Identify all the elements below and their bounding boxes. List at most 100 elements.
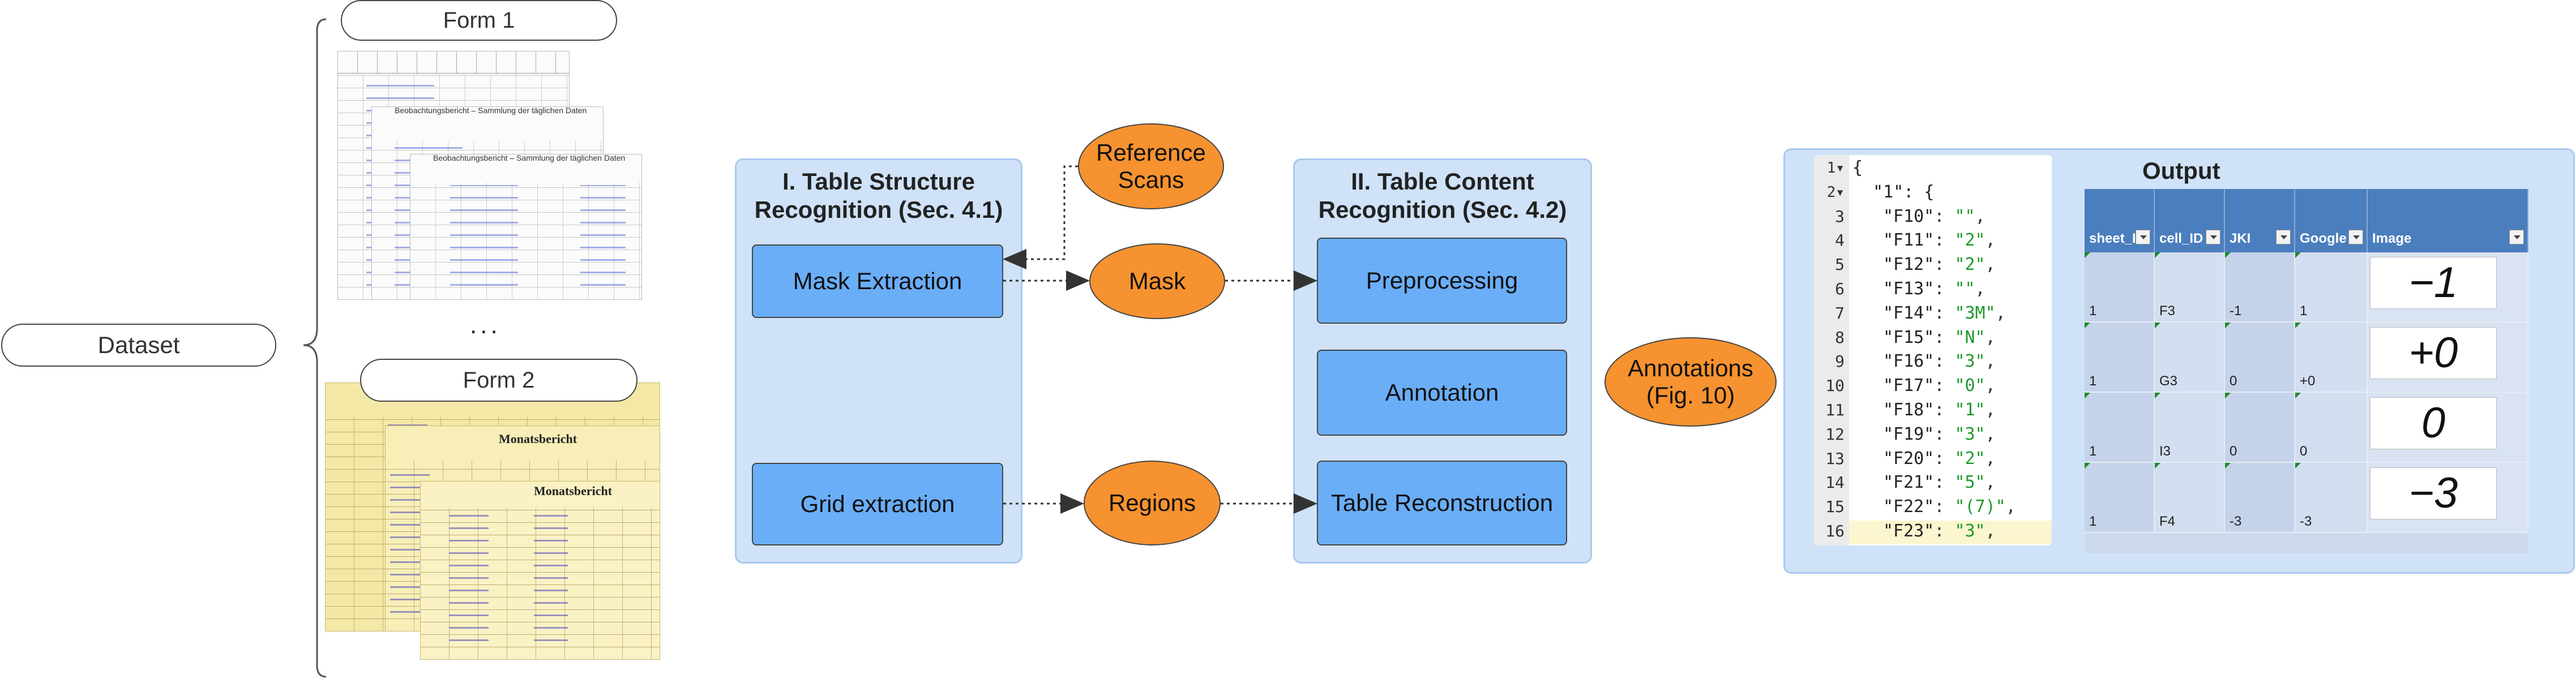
table-reconstruction-label: Table Reconstruction: [1330, 489, 1554, 516]
line-number: 5: [1835, 255, 1845, 274]
cell-comment-marker: [2295, 393, 2301, 398]
filter-dropdown-icon[interactable]: [2348, 230, 2363, 244]
line-number: 9: [1835, 352, 1845, 371]
form1-label: Form 1: [443, 7, 515, 33]
cell-comment-marker: [2295, 463, 2301, 469]
table-header-label: JKI: [2230, 231, 2251, 246]
code-line: "F14": "3M",: [1883, 303, 2006, 323]
annotation-label: Annotation: [1385, 379, 1499, 406]
table-header-cell[interactable]: Image: [2368, 189, 2528, 252]
cell-comment-marker: [2225, 252, 2231, 258]
table-cell[interactable]: -3: [2295, 463, 2368, 533]
cell-comment-marker: [2295, 323, 2301, 328]
table-cell[interactable]: 0: [2225, 323, 2295, 393]
table-cell-value: 0: [2230, 444, 2237, 459]
cell-comment-marker: [2225, 323, 2231, 328]
annotation-box: Annotation: [1317, 350, 1567, 436]
line-number: 6: [1835, 280, 1845, 298]
table-cell[interactable]: 1: [2085, 252, 2155, 323]
filter-dropdown-icon[interactable]: [2206, 230, 2220, 244]
form2-label: Form 2: [463, 367, 535, 393]
cell-comment-marker: [2155, 393, 2160, 398]
table-header-cell[interactable]: JKI: [2225, 189, 2295, 252]
table-header-label: Image: [2372, 231, 2412, 246]
table-cell-value: -3: [2230, 514, 2242, 529]
reference-scans-label: Reference Scans: [1096, 139, 1206, 193]
table-cell-value: I3: [2159, 444, 2171, 459]
form1-pill: Form 1: [341, 0, 617, 41]
reference-scans-oval: Reference Scans: [1078, 123, 1224, 209]
cell-comment-marker: [2085, 393, 2090, 398]
table-cell[interactable]: 0: [2295, 393, 2368, 463]
table-cell[interactable]: 1: [2085, 393, 2155, 463]
dataset-pill: Dataset: [1, 324, 276, 367]
table-cell[interactable]: 0: [2225, 393, 2295, 463]
table-cell-value: 1: [2089, 444, 2097, 459]
code-line: "F15": "N",: [1883, 327, 1996, 347]
line-number: 4: [1835, 231, 1845, 250]
preprocessing-box: Preprocessing: [1317, 238, 1567, 324]
code-line: "F13": "",: [1883, 279, 1986, 299]
filter-dropdown-icon[interactable]: [2509, 230, 2524, 244]
regions-label: Regions: [1108, 489, 1196, 516]
code-line: "1": {: [1852, 182, 1935, 202]
filter-dropdown-icon[interactable]: [2136, 230, 2150, 244]
handwritten-digit-image: −1: [2370, 257, 2497, 309]
cell-comment-marker: [2155, 463, 2160, 469]
annotations-label: Annotations (Fig. 10): [1628, 354, 1753, 409]
line-number: 10: [1825, 376, 1845, 396]
handwritten-digit-image: −3: [2370, 467, 2497, 519]
table-cell[interactable]: -1: [2225, 252, 2295, 323]
cell-comment-marker: [2225, 393, 2231, 398]
table-cell[interactable]: 1: [2295, 252, 2368, 323]
table-cell[interactable]: I3: [2155, 393, 2225, 463]
form2-pill: Form 2: [360, 359, 637, 402]
dataset-label: Dataset: [97, 332, 180, 358]
output-title: Output: [2142, 157, 2220, 184]
form2-scan-title-3: Monatsbericht: [534, 484, 613, 498]
line-number: 12: [1825, 424, 1845, 444]
form2-scan-title-2: Monatsbericht: [499, 432, 577, 446]
mask-oval: Mask: [1089, 243, 1225, 319]
code-line: "F10": "",: [1883, 206, 1986, 226]
table-reconstruction-box: Table Reconstruction: [1317, 461, 1567, 545]
table-cell-value: F4: [2159, 514, 2176, 529]
table-cell[interactable]: +0: [2295, 323, 2368, 393]
handwritten-digit-image: +0: [2370, 327, 2497, 379]
regions-oval: Regions: [1084, 461, 1221, 545]
code-line: "F12": "2",: [1883, 255, 1996, 275]
table-cell[interactable]: 1: [2085, 323, 2155, 393]
table-cell[interactable]: F4: [2155, 463, 2225, 533]
line-number: 2▾: [1826, 183, 1845, 201]
json-active-line: [1849, 521, 2052, 544]
table-cell[interactable]: 1: [2085, 463, 2155, 533]
code-line: "F23": "3",: [1883, 521, 1996, 541]
cell-comment-marker: [2155, 252, 2160, 258]
annotations-oval: Annotations (Fig. 10): [1604, 337, 1777, 427]
table-cell-value: G3: [2159, 373, 2178, 389]
json-editor: 1▾{2▾ "1": {3"F10": "",4"F11": "2",5"F12…: [1814, 155, 2052, 545]
filter-dropdown-icon[interactable]: [2276, 230, 2291, 244]
table-header-cell[interactable]: cell_ID: [2155, 189, 2225, 252]
cell-comment-marker: [2085, 252, 2090, 258]
preprocessing-label: Preprocessing: [1366, 267, 1518, 294]
table-cell[interactable]: G3: [2155, 323, 2225, 393]
table-cell[interactable]: -3: [2225, 463, 2295, 533]
mask-extraction-box: Mask Extraction: [752, 244, 1003, 318]
cell-comment-marker: [2295, 252, 2301, 258]
table-header-cell[interactable]: Google: [2295, 189, 2368, 252]
arrow-reference-to-mask-extraction: [1003, 165, 1078, 269]
handwritten-digit-image: 0: [2370, 397, 2497, 449]
table-header-cell[interactable]: sheet_I: [2085, 189, 2155, 252]
forms-ellipsis: ...: [470, 311, 501, 339]
table-cell[interactable]: F3: [2155, 252, 2225, 323]
line-number: 7: [1835, 303, 1845, 323]
line-number: 11: [1825, 401, 1845, 419]
table-cell-value: F3: [2159, 303, 2176, 319]
code-line: "F20": "2",: [1883, 448, 1996, 469]
grid-extraction-label: Grid extraction: [800, 491, 955, 517]
code-line: "F16": "3",: [1883, 351, 1996, 372]
form1-scan-page-3: Beobachtungsbericht – Sammlung der tägli…: [410, 154, 642, 300]
